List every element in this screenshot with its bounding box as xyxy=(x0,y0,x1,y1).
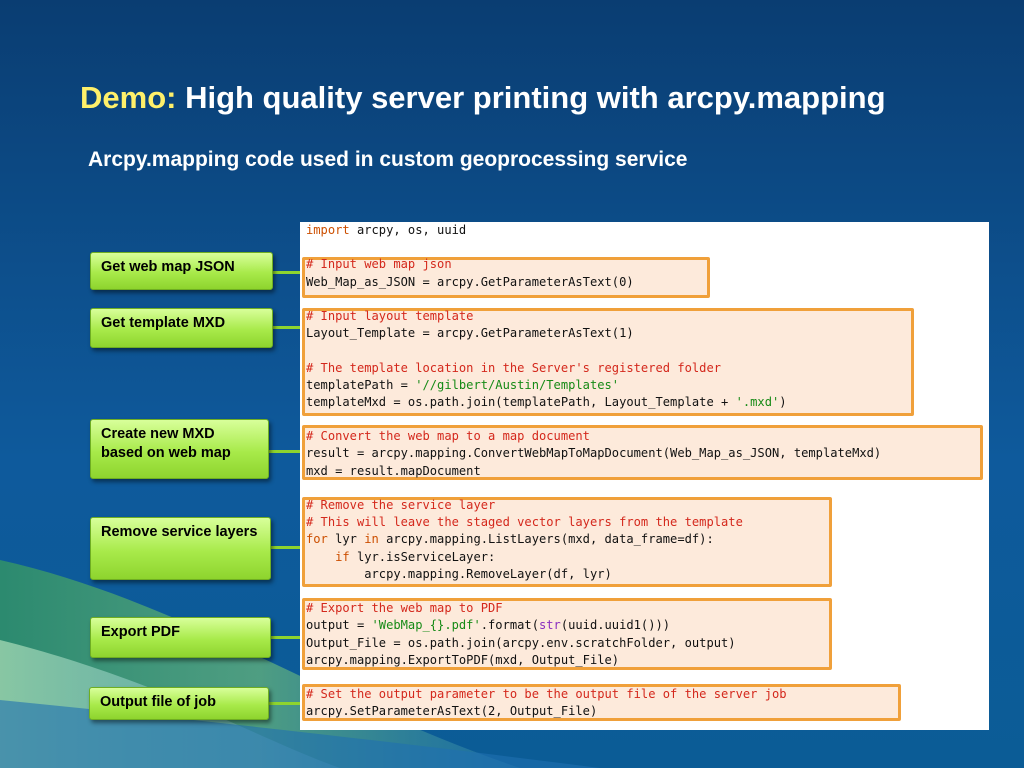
highlight-template-mxd xyxy=(302,308,914,416)
code-line xyxy=(306,583,881,600)
code-token xyxy=(306,550,335,564)
code-line: # Export the web map to PDF xyxy=(306,600,881,617)
code-line: # Convert the web map to a map document xyxy=(306,428,881,445)
connector-output-file xyxy=(268,702,302,705)
code-token: # Set the output parameter to be the out… xyxy=(306,687,787,702)
step-label-remove-service-layers: Remove service layers xyxy=(90,517,271,580)
code-line: Layout_Template = arcpy.GetParameterAsTe… xyxy=(306,325,881,342)
code-line: # Set the output parameter to be the out… xyxy=(306,686,881,703)
step-label-export-pdf: Export PDF xyxy=(90,617,271,658)
code-line: templatePath = '//gilbert/Austin/Templat… xyxy=(306,377,881,394)
title-prefix: Demo: xyxy=(80,80,177,115)
connector-create-mxd xyxy=(268,450,302,453)
code-listing: import arcpy, os, uuid # Input web map js… xyxy=(306,222,881,720)
code-line xyxy=(306,342,881,359)
code-line: for lyr in arcpy.mapping.ListLayers(mxd,… xyxy=(306,531,881,548)
highlight-export-pdf xyxy=(302,598,832,670)
code-line: # Remove the service layer xyxy=(306,497,881,514)
code-line: # This will leave the staged vector laye… xyxy=(306,514,881,531)
step-label-get-web-map-json: Get web map JSON xyxy=(90,252,273,290)
code-token: (uuid.uuid1())) xyxy=(560,618,671,633)
code-token: in xyxy=(364,532,379,547)
code-token: arcpy.mapping.RemoveLayer(df, lyr) xyxy=(306,566,612,581)
connector-remove-layers xyxy=(270,546,302,549)
code-token: # Input layout template xyxy=(306,308,474,323)
code-token: if xyxy=(335,549,350,564)
highlight-web-map-json xyxy=(302,257,710,298)
code-token: arcpy, os, uuid xyxy=(349,223,467,237)
code-line xyxy=(306,291,881,308)
code-token: lyr xyxy=(327,532,365,547)
code-token: import xyxy=(306,223,350,237)
code-token: lyr.isServiceLayer: xyxy=(349,549,496,564)
code-line: Output_File = os.path.join(arcpy.env.scr… xyxy=(306,635,881,652)
code-token: for xyxy=(306,532,328,547)
code-line xyxy=(306,239,881,256)
code-token: output = xyxy=(306,618,372,633)
code-line: arcpy.mapping.RemoveLayer(df, lyr) xyxy=(306,566,881,583)
code-token: ) xyxy=(779,394,787,409)
highlight-output-file xyxy=(302,684,901,721)
slide-title: Demo: High quality server printing with … xyxy=(80,80,886,116)
code-line xyxy=(306,480,881,497)
code-token: # The template location in the Server's … xyxy=(306,360,722,375)
code-token: # Export the web map to PDF xyxy=(306,601,503,616)
code-token: arcpy.mapping.ExportToPDF(mxd, Output_Fi… xyxy=(306,652,620,667)
code-line xyxy=(306,669,881,686)
code-line: # Input layout template xyxy=(306,308,881,325)
code-line: templateMxd = os.path.join(templatePath,… xyxy=(306,394,881,411)
step-label-create-new-mxd: Create new MXD based on web map xyxy=(90,419,269,479)
highlight-create-mxd xyxy=(302,425,983,480)
code-token: '.mxd' xyxy=(735,394,780,409)
code-line: output = 'WebMap_{}.pdf'.format(str(uuid… xyxy=(306,617,881,634)
code-line xyxy=(306,411,881,428)
code-line: Web_Map_as_JSON = arcpy.GetParameterAsTe… xyxy=(306,274,881,291)
code-line: arcpy.mapping.ExportToPDF(mxd, Output_Fi… xyxy=(306,652,881,669)
title-text: High quality server printing with arcpy.… xyxy=(176,80,886,115)
code-panel: import arcpy, os, uuid # Input web map js… xyxy=(300,222,989,730)
code-line: # The template location in the Server's … xyxy=(306,360,881,377)
code-token: mxd = result.mapDocument xyxy=(306,463,481,478)
code-line: mxd = result.mapDocument xyxy=(306,463,881,480)
connector-template-mxd xyxy=(272,326,302,329)
code-token: Output_File = os.path.join(arcpy.env.scr… xyxy=(306,635,736,650)
code-token: arcpy.mapping.ListLayers(mxd, data_frame… xyxy=(378,532,714,547)
connector-web-map-json xyxy=(272,271,302,274)
code-token: '//gilbert/Austin/Templates' xyxy=(415,377,620,392)
slide-subtitle: Arcpy.mapping code used in custom geopro… xyxy=(88,148,688,171)
code-token: .format( xyxy=(480,618,539,633)
code-token: templatePath = xyxy=(306,377,416,392)
code-token: # Input web map json xyxy=(306,257,452,272)
code-line: import arcpy, os, uuid xyxy=(306,222,881,239)
code-token: Web_Map_as_JSON = arcpy.GetParameterAsTe… xyxy=(306,274,634,289)
code-token: arcpy.SetParameterAsText(2, Output_File) xyxy=(306,704,598,719)
code-token: 'WebMap_{}.pdf' xyxy=(371,618,481,633)
connector-export-pdf xyxy=(270,636,302,639)
code-token: # Convert the web map to a map document xyxy=(306,429,590,444)
step-label-get-template-mxd: Get template MXD xyxy=(90,308,273,348)
code-token: templateMxd = os.path.join(templatePath,… xyxy=(306,394,736,409)
code-line: if lyr.isServiceLayer: xyxy=(306,549,881,566)
step-label-output-file-of-job: Output file of job xyxy=(89,687,269,720)
code-token: result = arcpy.mapping.ConvertWebMapToMa… xyxy=(306,446,882,461)
code-line: result = arcpy.mapping.ConvertWebMapToMa… xyxy=(306,445,881,462)
code-line: # Input web map json xyxy=(306,256,881,273)
code-token: # Remove the service layer xyxy=(306,498,496,512)
code-token: Layout_Template = arcpy.GetParameterAsTe… xyxy=(306,326,634,341)
highlight-remove-layers xyxy=(302,497,832,587)
code-token: # This will leave the staged vector laye… xyxy=(306,515,743,530)
code-token: str xyxy=(539,618,561,633)
code-line: arcpy.SetParameterAsText(2, Output_File) xyxy=(306,703,881,720)
